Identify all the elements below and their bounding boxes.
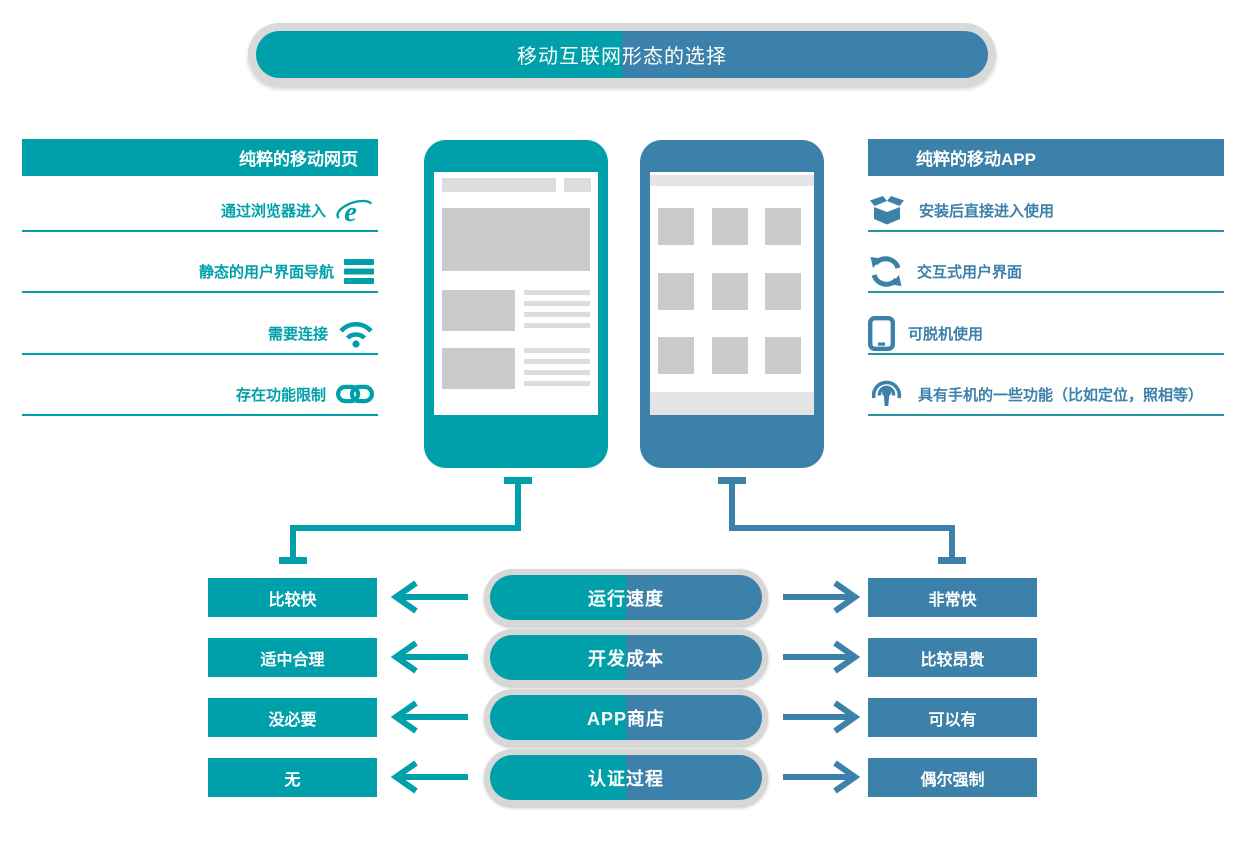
left-arrow-icon [390,700,468,734]
left-item-label: 静态的用户界面导航 [198,263,334,281]
wireframe-search-button [564,178,591,192]
mobile-web-phone [424,140,608,468]
app-icon-tile [712,273,748,310]
app-icon-tile [658,208,694,245]
criterion-label: 开发成本 [490,635,762,680]
wireframe-text-line [524,381,590,386]
title-text: 移动互联网形态的选择 [256,31,988,78]
left-arrow-icon [390,760,468,794]
app-dock-bar [650,392,814,415]
wifi-icon [338,318,374,348]
criterion-appstore-pill: APP商店 [484,689,768,746]
app-icon-tile [712,337,748,374]
link-icon [336,383,374,405]
wireframe-text-line [524,312,590,317]
criterion-label: APP商店 [490,695,762,740]
web-speed-box: 比较快 [208,578,377,617]
mobile-app-screen [650,172,814,415]
wireframe-text-line [524,348,590,353]
criterion-label: 认证过程 [490,755,762,800]
wireframe-thumbnail [442,290,515,331]
app-status-bar [650,175,814,186]
wireframe-search-bar [442,178,556,192]
criterion-certification-pill: 认证过程 [484,749,768,806]
left-arrow-icon [390,640,468,674]
mobile-web-screen [434,172,598,415]
wireframe-text-line [524,290,590,295]
right-item-install-use: 安装后直接进入使用 [868,190,1224,232]
menu-icon [344,258,374,284]
wireframe-text-line [524,323,590,328]
wireframe-hero-image [442,208,590,271]
right-item-label: 安装后直接进入使用 [919,202,1055,220]
criterion-speed-pill: 运行速度 [484,569,768,626]
broadcast-icon [868,377,905,412]
right-arrow-icon [783,760,861,794]
app-icon-tile [658,337,694,374]
left-item-browser: 通过浏览器进入 e [22,190,378,232]
app-appstore-box: 可以有 [868,698,1037,737]
app-speed-box: 非常快 [868,578,1037,617]
ie-browser-icon: e [336,194,374,226]
sync-arrows-icon [868,255,904,288]
wireframe-text-line [524,359,590,364]
right-item-offline-use: 可脱机使用 [868,313,1224,355]
right-item-label: 可脱机使用 [908,325,984,343]
right-arrow-icon [783,640,861,674]
wireframe-text-line [524,301,590,306]
package-box-icon [868,194,906,226]
right-item-interactive-ui: 交互式用户界面 [868,251,1224,293]
right-arrow-icon [783,580,861,614]
app-icon-tile [765,273,801,310]
criterion-label: 运行速度 [490,575,762,620]
left-item-label: 需要连接 [267,325,328,343]
web-appstore-box: 没必要 [208,698,377,737]
left-item-label: 通过浏览器进入 [220,202,326,220]
left-item-needs-connection: 需要连接 [22,313,378,355]
app-icon-tile [765,208,801,245]
right-panel-header: 纯粹的移动APP [868,139,1224,176]
criterion-cost-pill: 开发成本 [484,629,768,686]
svg-text:e: e [344,196,357,226]
web-cost-box: 适中合理 [208,638,377,677]
wireframe-text-line [524,370,590,375]
left-panel-header: 纯粹的移动网页 [22,139,378,176]
app-icon-tile [765,337,801,374]
mobile-app-phone [640,140,824,468]
tablet-icon [868,315,895,351]
app-certification-box: 偶尔强制 [868,758,1037,797]
right-item-label: 交互式用户界面 [917,263,1023,281]
app-icon-tile [658,273,694,310]
left-item-limited-features: 存在功能限制 [22,374,378,416]
right-arrow-icon [783,700,861,734]
app-cost-box: 比较昂贵 [868,638,1037,677]
left-item-static-nav: 静态的用户界面导航 [22,251,378,293]
right-item-label: 具有手机的一些功能（比如定位，照相等） [918,386,1204,404]
left-item-label: 存在功能限制 [235,386,326,404]
web-certification-box: 无 [208,758,377,797]
left-arrow-icon [390,580,468,614]
title-banner: 移动互联网形态的选择 [248,23,996,86]
app-icon-tile [712,208,748,245]
right-item-phone-features: 具有手机的一些功能（比如定位，照相等） [868,374,1224,416]
wireframe-thumbnail [442,348,515,389]
